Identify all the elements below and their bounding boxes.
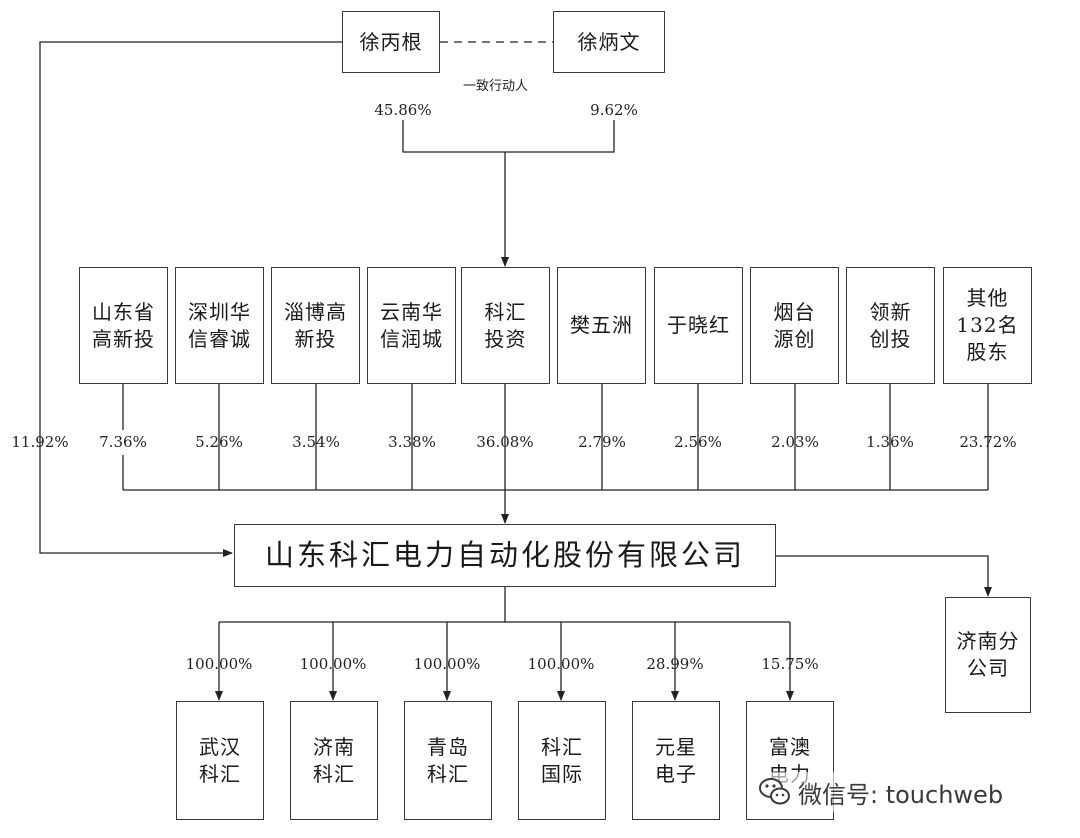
shareholder-pct: 5.26%	[195, 433, 243, 451]
subsidiary-pct: 100.00%	[413, 655, 481, 673]
shareholder-box: 其他 132名 股东	[943, 267, 1032, 384]
watermark: 微信号: touchweb	[758, 772, 1004, 812]
binggen-direct-arrow	[39, 41, 342, 557]
shareholder-box: 于晓红	[654, 267, 743, 384]
shareholder-box: 领新 创投	[846, 267, 935, 384]
subsidiary-pct: 28.99%	[646, 655, 704, 673]
subsidiary-pct: 100.00%	[299, 655, 367, 673]
shareholder-box: 樊五洲	[557, 267, 646, 384]
shareholder-name: 淄博高 新投	[284, 299, 347, 351]
subsidiary-pct: 100.00%	[185, 655, 253, 673]
shareholder-name: 科汇 投资	[484, 299, 527, 351]
shareholder-box: 山东省 高新投	[79, 267, 168, 384]
subsidiary-box: 济南 科汇	[290, 701, 378, 820]
company-to-branch-arrow	[776, 555, 992, 597]
shareholder-name: 樊五洲	[570, 313, 633, 337]
subsidiary-box: 科汇 国际	[518, 701, 606, 820]
founders-bracket	[402, 120, 615, 153]
shareholder-box: 云南华 信润城	[367, 267, 456, 384]
shareholder-pct: 3.38%	[388, 433, 436, 451]
shareholder-box: 深圳华 信睿诚	[175, 267, 264, 384]
shareholder-box: 烟台 源创	[750, 267, 839, 384]
subsidiary-box: 元星 电子	[632, 701, 720, 820]
shareholder-pct: 36.08%	[476, 433, 534, 451]
person-box-xu-bingwen: 徐炳文	[553, 11, 665, 73]
shareholder-name: 烟台 源创	[773, 299, 816, 351]
person-name: 徐炳文	[577, 29, 641, 54]
shareholder-pct: 1.36%	[866, 433, 914, 451]
shareholder-name: 其他 132名 股东	[956, 286, 1019, 364]
pct-binggen-to-kehui: 45.86%	[374, 101, 432, 119]
concert-party-label: 一致行动人	[463, 79, 529, 94]
subsidiary-box: 青岛 科汇	[404, 701, 492, 820]
shareholder-box: 科汇 投资	[461, 267, 550, 384]
subsidiary-name: 济南 科汇	[313, 734, 355, 786]
subsidiary-name: 科汇 国际	[541, 734, 583, 786]
subsidiary-name: 武汉 科汇	[199, 734, 241, 786]
shareholder-box: 淄博高 新投	[271, 267, 360, 384]
branch-name: 济南分 公司	[956, 629, 1020, 680]
pct-binggen-direct: 11.92%	[11, 433, 69, 451]
shareholder-pct: 2.79%	[578, 433, 626, 451]
shareholder-name: 山东省 高新投	[92, 299, 155, 351]
company-name: 山东科汇电力自动化股份有限公司	[264, 538, 745, 572]
pct-bingwen-to-kehui: 9.62%	[590, 101, 638, 119]
person-box-xu-binggen: 徐丙根	[342, 11, 440, 73]
shareholder-pct: 23.72%	[959, 433, 1017, 451]
company-box: 山东科汇电力自动化股份有限公司	[234, 524, 776, 587]
shareholder-name: 领新 创投	[869, 299, 912, 351]
shareholder-pct: 2.56%	[674, 433, 722, 451]
shareholder-name: 于晓红	[667, 313, 730, 337]
person-name: 徐丙根	[359, 29, 423, 54]
subsidiary-pct: 100.00%	[527, 655, 595, 673]
shareholder-pct: 7.36%	[99, 433, 147, 451]
shareholder-name: 深圳华 信睿诚	[188, 299, 251, 351]
wechat-icon	[759, 778, 790, 805]
watermark-text: 微信号: touchweb	[798, 780, 1004, 809]
subsidiary-pct: 15.75%	[761, 655, 819, 673]
subsidiary-box: 武汉 科汇	[176, 701, 264, 820]
branch-box: 济南分 公司	[945, 597, 1031, 713]
subsidiary-name: 元星 电子	[655, 734, 697, 786]
subsidiary-name: 青岛 科汇	[427, 734, 469, 786]
shareholder-pct: 2.03%	[771, 433, 819, 451]
shareholder-pct: 3.54%	[292, 433, 340, 451]
shareholder-name: 云南华 信润城	[380, 299, 443, 351]
